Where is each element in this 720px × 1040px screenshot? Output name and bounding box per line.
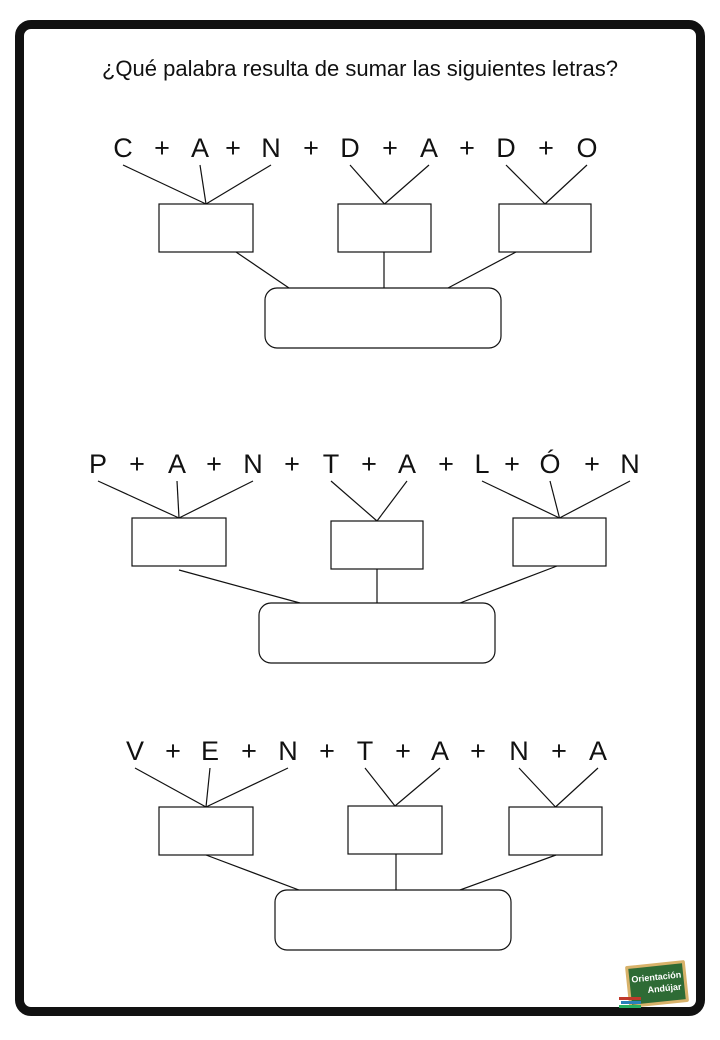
letter-1-4: D — [340, 133, 360, 163]
plus-sign: + — [319, 736, 335, 766]
letter-2-1: P — [89, 449, 107, 479]
connector-line — [481, 480, 560, 519]
connector-line — [122, 164, 207, 205]
connector-line — [205, 767, 211, 808]
connector-line — [559, 480, 631, 519]
plus-sign: + — [395, 736, 411, 766]
syllable-box-3-3[interactable] — [508, 806, 603, 856]
plus-sign: + — [154, 133, 170, 163]
exercise-1: C A N D A D O + + + + + + — [113, 133, 598, 349]
plus-sign: + — [459, 133, 475, 163]
syllable-box-2-2[interactable] — [330, 520, 424, 570]
question-title: ¿Qué palabra resulta de sumar las siguie… — [101, 56, 619, 81]
letter-1-7: O — [576, 133, 597, 163]
plus-sign: + — [382, 133, 398, 163]
connector-line — [235, 251, 290, 289]
letter-1-3: N — [261, 133, 281, 163]
connector-line — [199, 164, 207, 205]
letter-1-1: C — [113, 133, 133, 163]
letter-1-2: A — [191, 133, 209, 163]
connector-line — [205, 767, 289, 808]
letter-2-3: N — [243, 449, 263, 479]
letter-2-2: A — [168, 449, 186, 479]
plus-sign: + — [241, 736, 257, 766]
answer-word-box-3[interactable] — [274, 889, 512, 951]
plus-sign: + — [129, 449, 145, 479]
connector-line — [447, 251, 517, 289]
connector-line — [349, 164, 385, 205]
letter-2-5: A — [398, 449, 416, 479]
letter-1-6: D — [496, 133, 516, 163]
letter-3-2: E — [201, 736, 219, 766]
answer-word-box-2[interactable] — [258, 602, 496, 664]
plus-sign: + — [470, 736, 486, 766]
plus-sign: + — [303, 133, 319, 163]
connector-line — [178, 480, 254, 519]
connector-line — [549, 480, 561, 519]
connector-line — [376, 480, 408, 522]
letter-2-7: Ó — [539, 448, 560, 479]
letter-3-6: N — [509, 736, 529, 766]
connector-line — [205, 854, 300, 891]
letter-3-1: V — [126, 736, 144, 766]
letter-3-7: A — [589, 736, 607, 766]
syllable-box-1-2[interactable] — [337, 203, 432, 253]
syllable-box-3-2[interactable] — [347, 805, 443, 855]
plus-sign: + — [551, 736, 567, 766]
plus-sign: + — [225, 133, 241, 163]
connector-line — [384, 164, 430, 205]
connector-line — [394, 767, 441, 807]
connector-line — [459, 565, 558, 604]
syllable-box-1-1[interactable] — [158, 203, 254, 253]
exercise-3: V E N T A N A + + + + + + — [126, 736, 607, 951]
connector-line — [176, 480, 180, 519]
connector-line — [178, 569, 301, 604]
plus-sign: + — [165, 736, 181, 766]
connector-line — [205, 164, 272, 205]
plus-sign: + — [504, 449, 520, 479]
connector-line — [364, 767, 396, 807]
connector-line — [544, 164, 588, 205]
syllable-box-3-1[interactable] — [158, 806, 254, 856]
connector-line — [97, 480, 180, 519]
plus-sign: + — [584, 449, 600, 479]
syllable-box-2-1[interactable] — [131, 517, 227, 567]
connector-line — [330, 480, 378, 522]
plus-sign: + — [438, 449, 454, 479]
connector-line — [518, 767, 556, 808]
letter-1-5: A — [420, 133, 438, 163]
connector-line — [134, 767, 207, 808]
syllable-box-1-3[interactable] — [498, 203, 592, 253]
letter-2-6: L — [474, 449, 489, 479]
letter-3-3: N — [278, 736, 298, 766]
connector-line — [555, 767, 599, 808]
letter-2-8: N — [620, 449, 640, 479]
plus-sign: + — [284, 449, 300, 479]
plus-sign: + — [361, 449, 377, 479]
answer-word-box-1[interactable] — [264, 287, 502, 349]
letter-2-4: T — [323, 449, 340, 479]
plus-sign: + — [538, 133, 554, 163]
books-icon — [619, 997, 641, 1008]
exercise-2: P A N T A L Ó N + + + + + + + — [89, 448, 640, 664]
plus-sign: + — [206, 449, 222, 479]
syllable-box-2-3[interactable] — [512, 517, 607, 567]
letter-3-5: A — [431, 736, 449, 766]
connector-line — [505, 164, 546, 205]
connector-line — [459, 854, 557, 891]
letter-3-4: T — [357, 736, 374, 766]
